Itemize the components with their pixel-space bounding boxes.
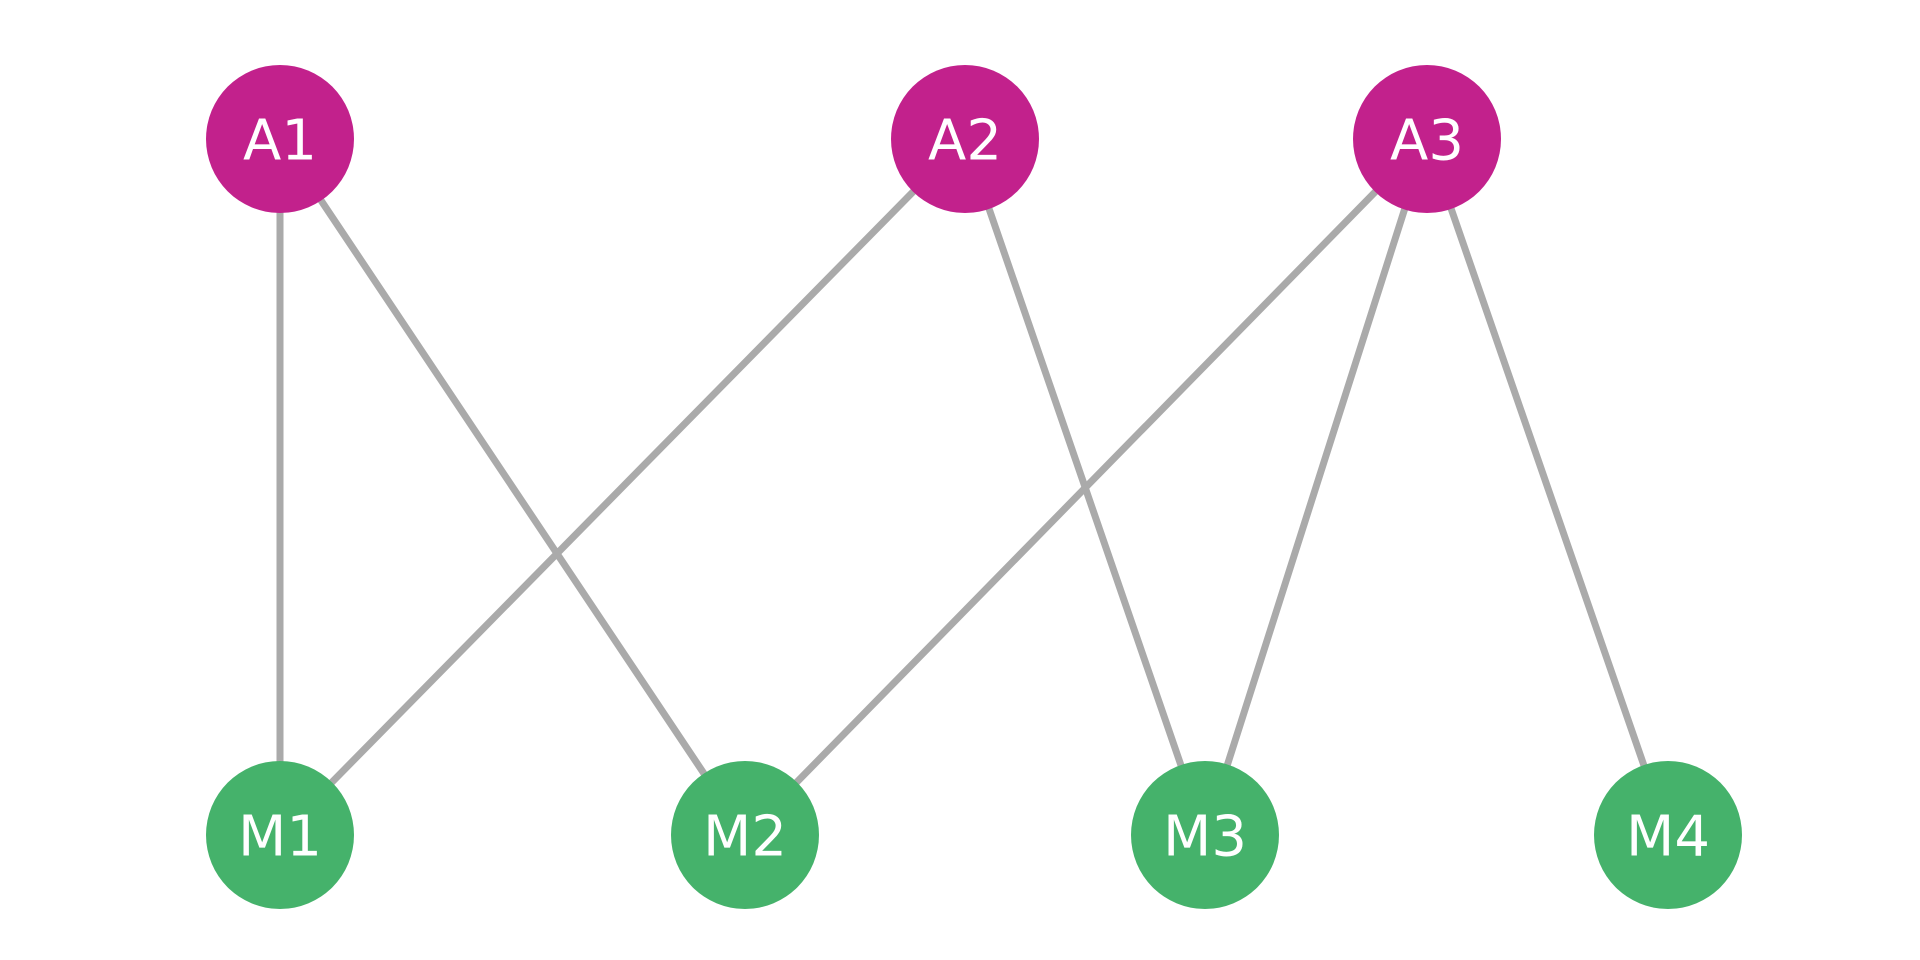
graph-node-a3[interactable]: A3: [1353, 65, 1501, 213]
graph-node-a1[interactable]: A1: [206, 65, 354, 213]
node-circle-m1[interactable]: [206, 761, 354, 909]
node-label-m2: M2: [703, 805, 787, 870]
graph-edge-a1-m2: [276, 135, 749, 839]
graph-node-a2[interactable]: A2: [891, 65, 1039, 213]
node-circle-m3[interactable]: [1131, 761, 1279, 909]
node-circle-m2[interactable]: [671, 761, 819, 909]
graph-edge-a2-m1: [276, 135, 969, 839]
node-label-m1: M1: [238, 805, 322, 870]
node-label-a1: A1: [243, 109, 317, 174]
graph-node-m1[interactable]: M1: [206, 761, 354, 909]
node-circle-m4[interactable]: [1594, 761, 1742, 909]
node-circle-a1[interactable]: [206, 65, 354, 213]
graph-node-m4[interactable]: M4: [1594, 761, 1742, 909]
node-label-a3: A3: [1390, 109, 1464, 174]
graph-node-m2[interactable]: M2: [671, 761, 819, 909]
graph-edge-a3-m3: [1201, 135, 1431, 839]
node-circle-a3[interactable]: [1353, 65, 1501, 213]
graph-edge-a3-m2: [741, 135, 1431, 839]
graph-node-m3[interactable]: M3: [1131, 761, 1279, 909]
edges-layer: [276, 135, 1672, 839]
graph-edge-a3-m4: [1423, 135, 1672, 839]
node-label-a2: A2: [928, 109, 1002, 174]
node-label-m3: M3: [1163, 805, 1247, 870]
node-circle-a2[interactable]: [891, 65, 1039, 213]
node-label-m4: M4: [1626, 805, 1710, 870]
